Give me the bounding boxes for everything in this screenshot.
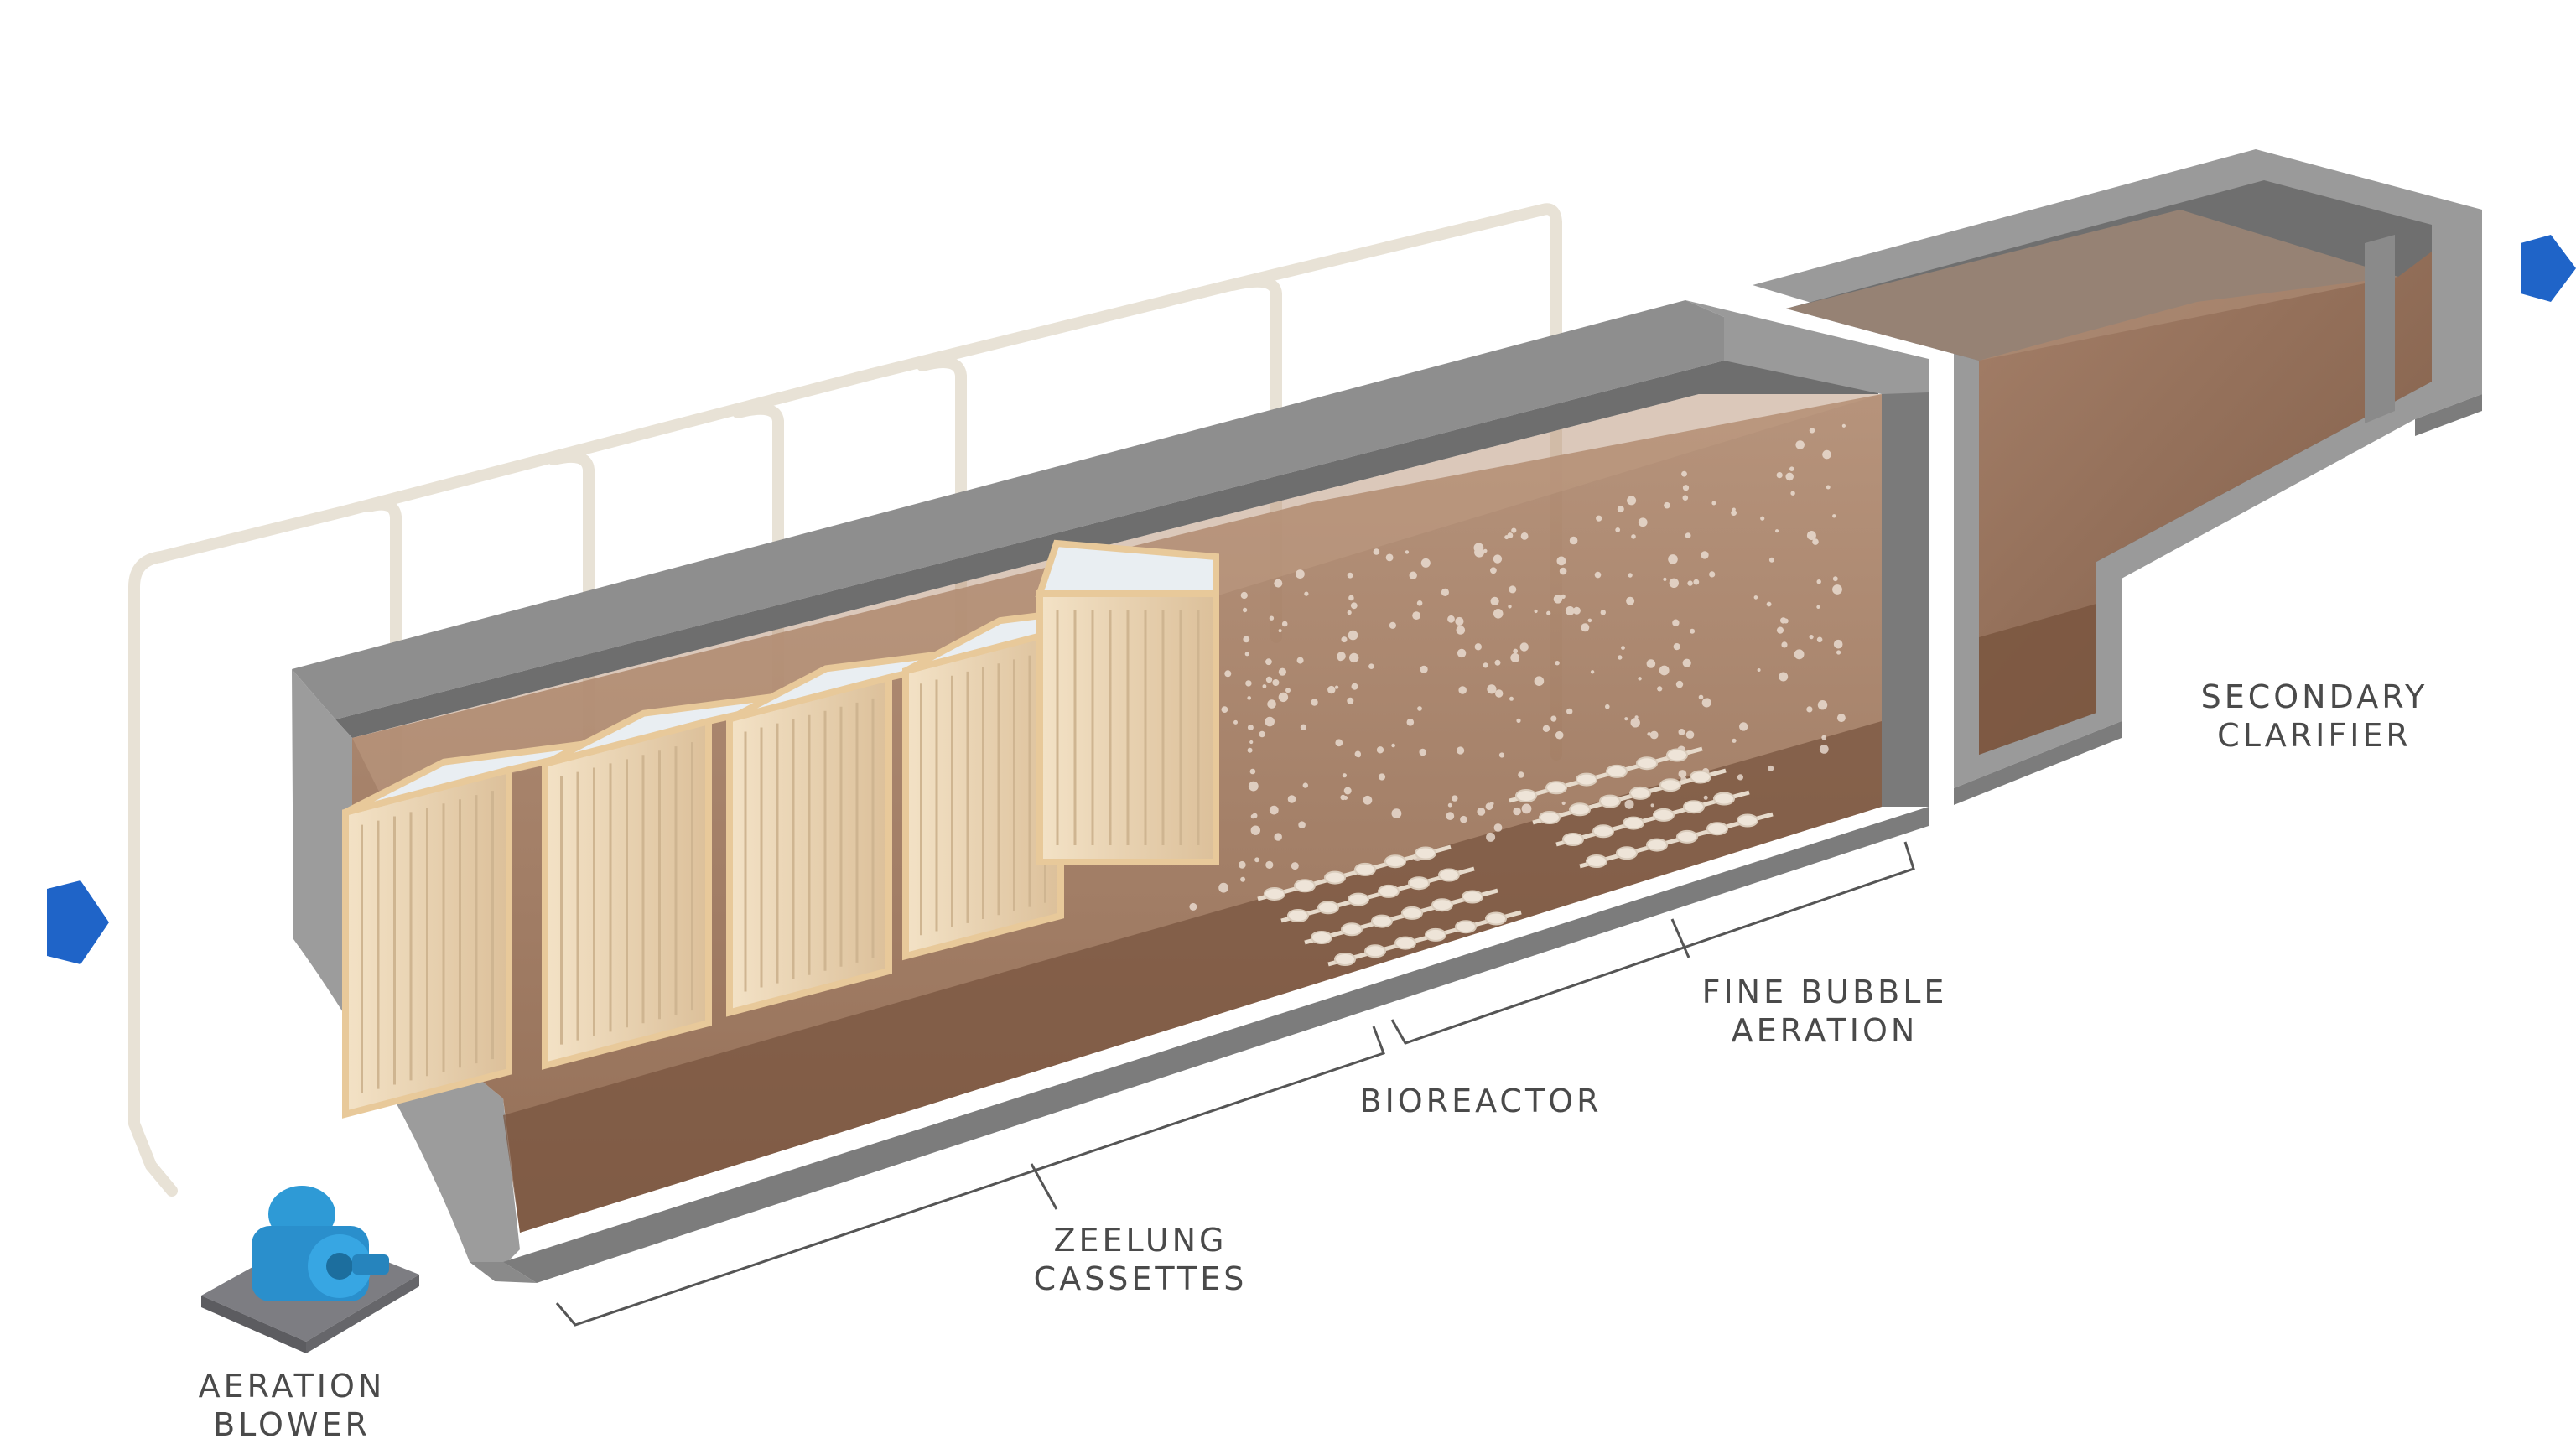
aeration-blower-label: AERATION BLOWER [198, 1368, 386, 1443]
bioreactor-label: BIOREACTOR [1359, 1083, 1602, 1119]
outlet-arrow-icon [2521, 235, 2576, 302]
air-bubbles [1187, 423, 1846, 911]
air-supply-pipes [128, 203, 1562, 1197]
fine-bubble-diffusers [1257, 746, 1774, 967]
zeelung-cassettes-bracket [555, 1026, 1385, 1327]
fine-bubble-aeration-bracket [1390, 841, 1915, 1045]
secondary-clarifier-label: SECONDARY CLARIFIER [2200, 678, 2428, 754]
inlet-arrow-icon [47, 880, 109, 964]
secondary-clarifier-tank [1753, 149, 2482, 805]
aeration-blower [201, 1186, 419, 1353]
zeelung-membrane-cassettes [342, 539, 1219, 1119]
zeelung-cassettes-label: ZEELUNG CASSETTES [1033, 1222, 1248, 1297]
fine-bubble-aeration-label: FINE BUBBLE AERATION [1701, 974, 1948, 1049]
